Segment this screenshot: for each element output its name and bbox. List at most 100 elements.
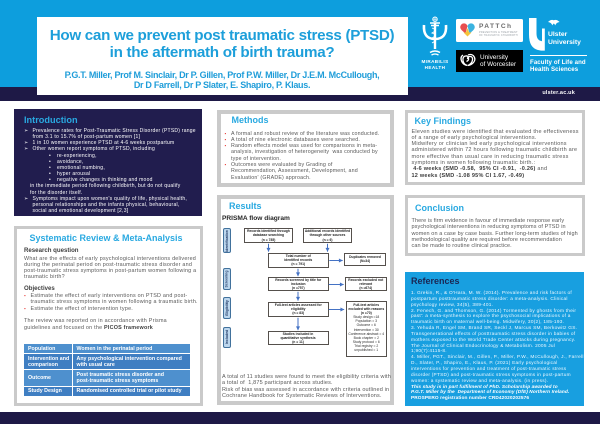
- sub-bullets-0: re-experiencing,: [57, 152, 97, 159]
- objective-item: ▪ Estimate the effect of intervention ty…: [24, 306, 197, 312]
- bullet-square-icon: ▪: [224, 136, 227, 142]
- reference-item: 2. Fenech, G. and Thomson, G. (2014) Tor…: [411, 308, 577, 326]
- bullet-square-icon: ▪: [224, 130, 227, 136]
- conclusion-body: There is firm evidence in favour of imme…: [411, 218, 578, 250]
- methods-section: Methods ▪ A formal and robust review of …: [217, 110, 394, 187]
- results-heading: Results: [229, 200, 262, 211]
- list-item: ▪ Outcomes were evaluated by Grading of …: [225, 162, 387, 181]
- prisma-stage-screening: Screening: [222, 267, 231, 290]
- research-question-text: What are the effects of early psychologi…: [24, 255, 197, 281]
- lines-1: of Worcester: [480, 61, 517, 68]
- poster-authors: P.G.T. Miller, Prof M. Sinclair, Dr P. G…: [65, 71, 380, 91]
- lines-1: HEALTH: [424, 65, 446, 70]
- stat1-tail: and: [535, 166, 548, 173]
- website-url: ulster.ac.uk: [542, 90, 575, 97]
- results-notes: A total of 11 studies were found to meet…: [222, 374, 394, 400]
- scholarship-note: This study is in part fulfilment of PhD.…: [411, 384, 570, 396]
- stat-12-weeks: 12 weeks (SMD -1.08 95% CI 1.67, -0.49): [411, 172, 525, 179]
- prisma-diagram-title: PRISMA flow diagram: [222, 214, 290, 222]
- mirabilis-health-label: MIRABILIS HEALTH: [421, 59, 448, 71]
- value: Any psychological intervention compared …: [72, 353, 190, 371]
- pattch-acronym: PATTCh: [479, 23, 513, 31]
- prospero-note: PROSPERO registration number CRD42020202…: [411, 396, 530, 402]
- subtitle-1: OF TRAUMATIC CHILDBIRTH: [479, 34, 518, 38]
- prisma-stage-included: Included: [222, 327, 231, 348]
- picos-line2-normal: guidelines and focused on the: [24, 324, 105, 331]
- bullet-arrow-icon: ➢: [24, 140, 29, 147]
- references-section: References 1. Grekin, R., & O'Hara, M. W…: [405, 272, 585, 406]
- bullet2: 1 in 10 women experience PTSD at 4-6 wee…: [32, 140, 175, 147]
- table-row: Intervention and comparison Any psycholo…: [24, 353, 190, 371]
- reference-item: 1. Grekin, R., & O'Hara, M. W. (2014). P…: [411, 291, 572, 308]
- results-note-1: A total of 11 studies were found to meet…: [222, 374, 391, 387]
- reference-item: 3. Yehuda R, Engel SM, Brand SR, Seckl J…: [411, 326, 578, 355]
- bullet-square-icon: ▪: [24, 292, 26, 298]
- introduction-list: ➢ Prevalence rates for Post-Traumatic St…: [24, 128, 196, 214]
- introduction-heading: Introduction: [24, 115, 78, 125]
- prisma-box-fulltext-excluded: Full-text articles excluded with reasons…: [345, 300, 387, 357]
- sub-list-item: • emotional numbing,: [49, 165, 194, 171]
- label: Outcome: [24, 369, 73, 387]
- key-findings-section: Key Findings Eleven studies were identif…: [405, 110, 585, 185]
- ulster-divider: [530, 54, 587, 56]
- subtitle-0: PREVENTION & TREATMENT: [479, 31, 518, 35]
- systematic-review-section: Systematic Review & Meta-Analysis Resear…: [13, 226, 203, 406]
- pattch-text: PATTCh PREVENTION & TREATMENT OF TRAUMAT…: [479, 23, 518, 37]
- lines-0: Ulster: [548, 31, 568, 38]
- sub-list-item: • hyper arousal: [49, 171, 194, 177]
- worcester-swan-icon: [460, 53, 476, 67]
- mirabilis-health-logo: MIRABILIS HEALTH: [415, 16, 455, 78]
- objective2: Estimate the effect of intervention type…: [30, 306, 134, 312]
- conclusion-section: Conclusion There is firm evidence in fav…: [405, 195, 585, 256]
- pattch-subtitle: PREVENTION & TREATMENT OF TRAUMATIC CHIL…: [479, 31, 518, 37]
- list-item: ▪ A formal and robust review of the lite…: [225, 131, 387, 137]
- picos-text: The review was reported on in accordance…: [24, 318, 197, 331]
- bullets-0: A formal and robust review of the litera…: [231, 130, 380, 137]
- objective-item: ▪ Estimate the effect of early intervent…: [24, 292, 198, 306]
- title-box: How can we prevent post traumatic stress…: [36, 17, 408, 95]
- value: Post traumatic stress disorder and post-…: [72, 369, 190, 387]
- pattch-logo: PATTCh PREVENTION & TREATMENT OF TRAUMAT…: [456, 19, 523, 42]
- bullet-dot-icon: •: [49, 158, 51, 165]
- table-row: Study Design Randomised controlled trial…: [24, 386, 190, 397]
- bullets-1: A total of nine electronic databases wer…: [231, 136, 361, 143]
- bullet-square-icon: ▪: [224, 161, 227, 167]
- sub-list-item: • negative changes in thinking and mood: [49, 177, 194, 183]
- sub-bullets-2: emotional numbing,: [57, 164, 105, 171]
- key-findings-body: Eleven studies were identified that eval…: [412, 129, 579, 179]
- poster-title: How can we prevent post traumatic stress…: [50, 27, 395, 61]
- list-item: ➢ Prevalence rates for Post-Traumatic St…: [24, 128, 196, 141]
- prisma-box-records-screened: Records screened by title for inclusion …: [268, 277, 329, 291]
- bullet-dot-icon: •: [49, 152, 51, 159]
- bullet1: Prevalence rates for Post-Traumatic Stre…: [32, 128, 196, 141]
- bullet-arrow-icon: ➢: [24, 195, 29, 202]
- bullet-arrow-icon: ➢: [24, 128, 29, 134]
- key-findings-heading: Key Findings: [414, 115, 472, 126]
- sub-bullets-1: avoidance,: [57, 158, 84, 165]
- value: Randomised controlled trial or pilot stu…: [72, 386, 190, 397]
- box-excluded-full-title: Full-text articles excluded with reasons…: [348, 303, 385, 316]
- systematic-review-heading: Systematic Review & Meta-Analysis: [29, 232, 183, 243]
- prisma-stage-eligibility: Eligibility: [222, 297, 231, 320]
- objectives-heading: Objectives: [24, 285, 55, 293]
- value: Women in the perinatal period: [72, 344, 190, 355]
- bullet-dot-icon: •: [49, 164, 51, 171]
- mirabilis-emblem-icon: [422, 16, 448, 56]
- results-section: Results PRISMA flow diagram Identificati…: [217, 194, 394, 405]
- results-note-2: Risk of bias was assessed in accordance …: [222, 386, 390, 400]
- authors-line-2: Dr D Farrell, Dr P Slater, E. Shapiro, P…: [133, 80, 311, 91]
- bullet-dot-icon: •: [49, 171, 51, 178]
- picos-line1: The review was reported on in accordance…: [24, 318, 167, 325]
- bullets-2: Random effects model was used for compar…: [231, 143, 378, 162]
- methods-list: ▪ A formal and robust review of the lite…: [225, 131, 387, 181]
- objective1: Estimate the effect of early interventio…: [30, 292, 198, 306]
- label: Population: [24, 344, 73, 355]
- list-item: ▪ A total of nine electronic databases w…: [225, 137, 387, 143]
- prisma-box-records-excluded: Records excluded not relevant (n =674): [345, 277, 387, 291]
- references-heading: References: [411, 276, 460, 286]
- ulster-university-logo: Ulster University: [529, 18, 589, 55]
- stat-4-6-weeks: 4-6 weeks (SMD -0.58, 95% CI -0.91, -0.2…: [411, 166, 536, 173]
- prisma-box-studies-included: Studies included in quantitative synthes…: [267, 331, 329, 345]
- authors-line-1: P.G.T. Miller, Prof M. Sinclair, Dr P. G…: [64, 70, 380, 81]
- bullet-square-icon: ▪: [24, 306, 26, 311]
